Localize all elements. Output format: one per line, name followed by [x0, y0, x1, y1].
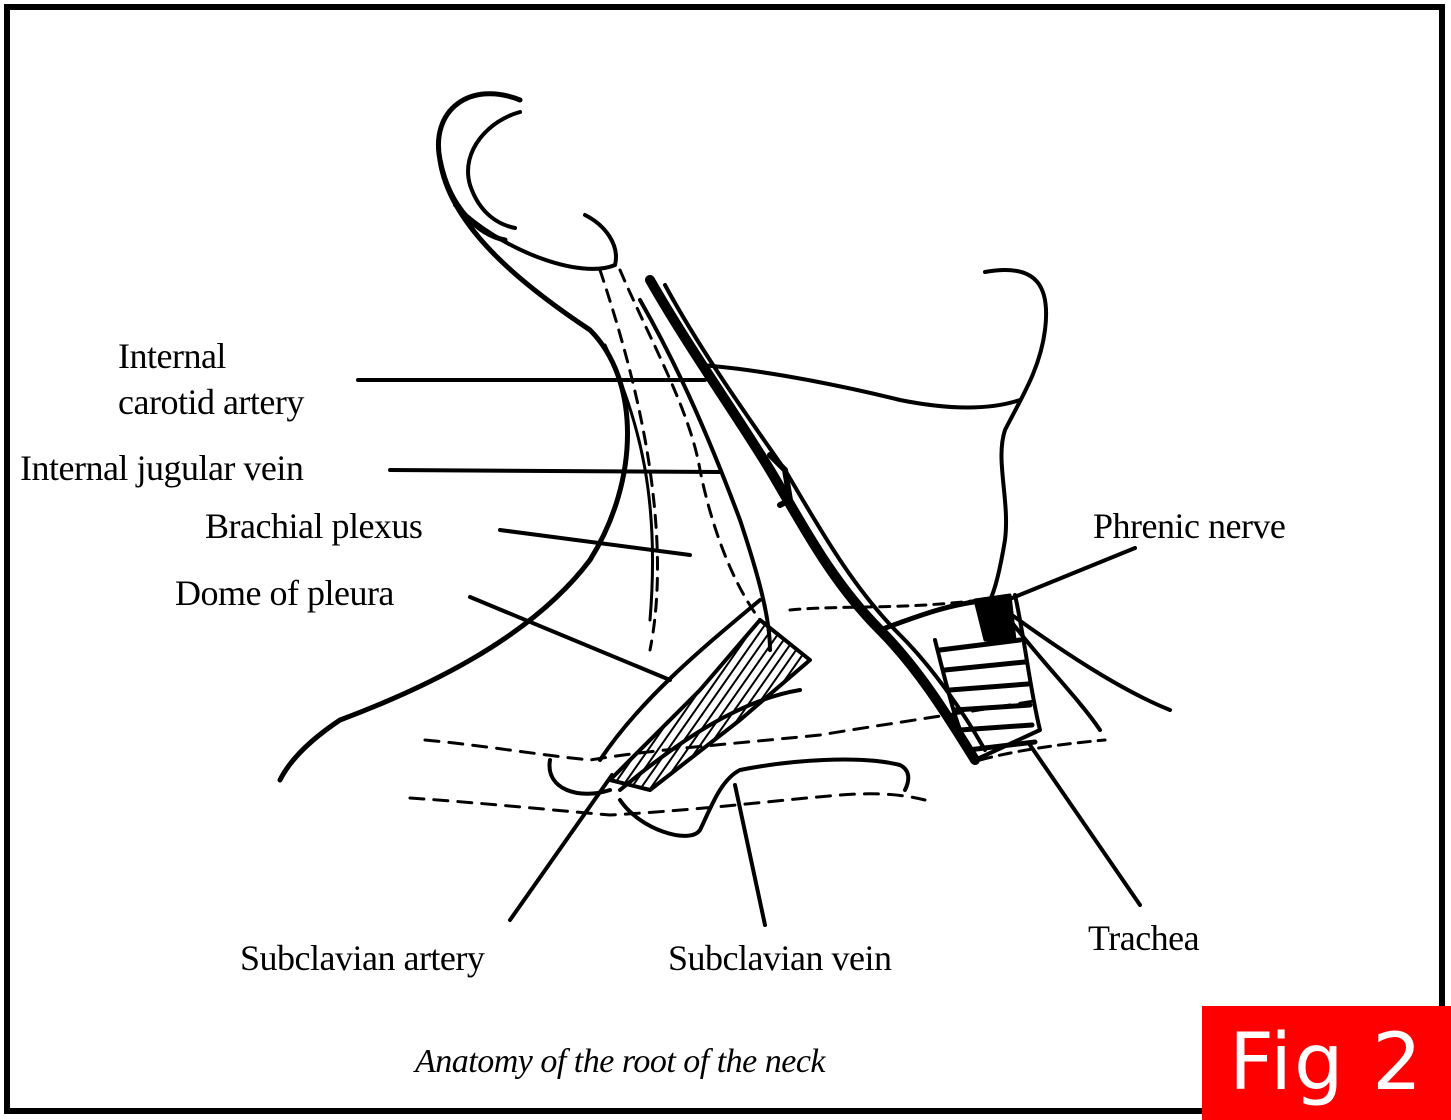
label-internal-carotid-line2: carotid artery: [118, 384, 304, 420]
mandible-line: [700, 365, 1020, 408]
figure-caption: Anatomy of the root of the neck: [415, 1045, 825, 1079]
figure-number-badge: Fig 2: [1202, 1006, 1451, 1120]
phrenic-branch-2: [1005, 610, 1170, 710]
label-internal-jugular-vein: Internal jugular vein: [20, 450, 303, 486]
ear-inner: [468, 112, 520, 228]
label-subclavian-vein: Subclavian vein: [668, 940, 891, 976]
carotid-solid: [605, 345, 653, 620]
label-dome-of-pleura: Dome of pleura: [175, 575, 394, 611]
leader-trachea: [1030, 745, 1140, 905]
label-brachial-plexus: Brachial plexus: [205, 508, 422, 544]
phrenic-branch-1: [1010, 620, 1100, 730]
leader-subclavian-vein: [735, 785, 765, 925]
leader-subclavian-artery: [510, 775, 612, 920]
leader-internal-jugular: [390, 470, 720, 472]
leader-phrenic-nerve: [995, 548, 1135, 605]
label-internal-carotid-line1: Internal: [118, 338, 226, 374]
face-contour: [985, 270, 1046, 600]
carotid-dashed-1: [600, 270, 658, 650]
label-subclavian-artery: Subclavian artery: [240, 940, 484, 976]
clavicle-dashed-lower: [410, 794, 925, 815]
label-trachea: Trachea: [1088, 920, 1199, 956]
label-phrenic-nerve: Phrenic nerve: [1093, 508, 1285, 544]
